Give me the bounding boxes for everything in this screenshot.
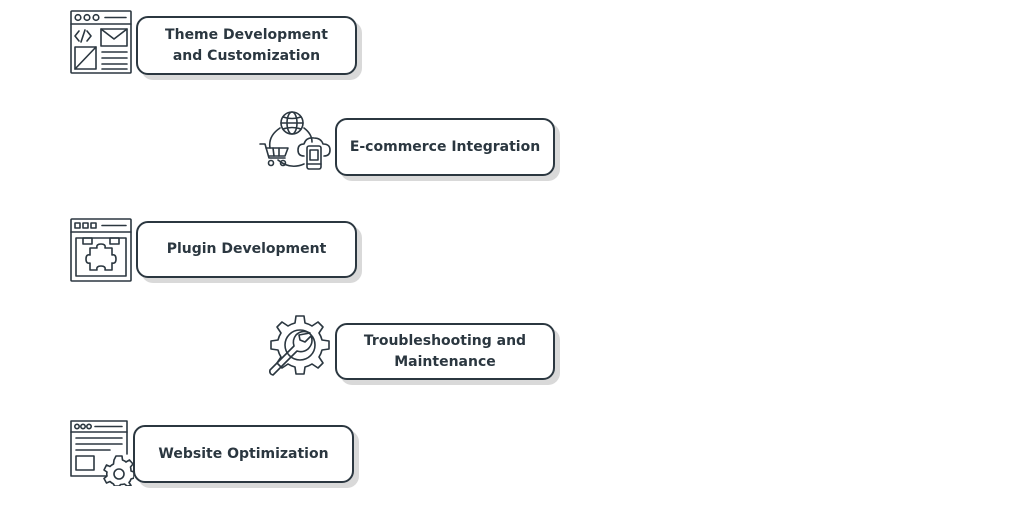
ecommerce-network-icon	[258, 108, 334, 172]
label-line: Plugin Development	[166, 241, 327, 257]
plugin-development-label: Plugin Development	[136, 221, 357, 278]
troubleshooting-label: Troubleshooting and Maintenance	[335, 323, 555, 380]
website-optimization-label: Website Optimization	[133, 425, 354, 483]
gear-wrench-icon	[266, 313, 332, 379]
window-gear-icon	[70, 420, 134, 486]
label-line: E-commerce Integration	[349, 138, 541, 155]
puzzle-window-icon	[70, 218, 132, 282]
ecommerce-integration-label: E-commerce Integration	[335, 118, 555, 176]
code-window-icon	[70, 10, 132, 74]
label-line: Website Optimization	[158, 445, 329, 462]
label-line: and Customization	[172, 47, 321, 64]
label-line: Troubleshooting and	[363, 332, 527, 349]
label-line: Theme Development	[165, 26, 328, 43]
label-line: Maintenance	[394, 353, 496, 370]
theme-development-label: Theme Development and Customization	[136, 16, 357, 75]
